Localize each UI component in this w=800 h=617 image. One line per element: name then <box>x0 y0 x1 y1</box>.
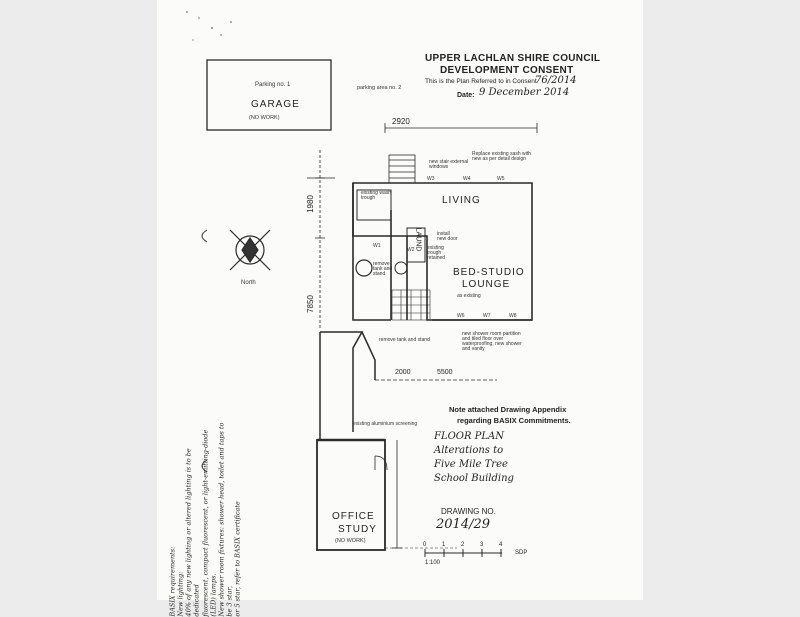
office-label: OFFICE <box>332 511 375 522</box>
garage-outline <box>206 59 332 131</box>
basix-line: 40% of any new lighting or altered light… <box>184 448 201 617</box>
scale-number: 0 <box>423 542 427 548</box>
replace-windows-note: Replace existing sash with new as per de… <box>472 151 531 162</box>
floor-plan-drawing <box>186 11 538 557</box>
basix-line: or 5 star, refer to BASIX certificate <box>233 501 242 617</box>
stair-note: new stair external windows <box>429 159 469 170</box>
window-tag: W7 <box>483 313 491 319</box>
basix-line: New lighting: <box>176 571 185 617</box>
scale-unit: SDP <box>515 550 528 556</box>
window-tag: W1 <box>373 243 381 249</box>
garage-label: GARAGE <box>251 99 300 110</box>
remove-tank-note-2: remove tank and stand <box>379 337 430 343</box>
scale-label: 1:100 <box>425 560 441 566</box>
laundry-label: LAUND <box>414 227 422 252</box>
bed-studio-label: BED-STUDIO <box>453 267 525 278</box>
garage-note: (NO WORK) <box>249 115 280 121</box>
parking-2-label: parking area no. 2 <box>357 85 402 91</box>
window-tag: W6 <box>457 313 465 319</box>
basix-line: New shower room fixtures: shower head, t… <box>217 422 234 617</box>
basix-note-line-1: Note attached Drawing Appendix <box>449 405 567 414</box>
window-tag: W5 <box>497 176 505 182</box>
existing-wash-trough-note: existing wash trough <box>361 190 392 201</box>
shower-grid <box>391 289 431 321</box>
corridor-walls <box>320 331 364 432</box>
window-tag: W4 <box>463 176 471 182</box>
window-tag: W8 <box>509 313 517 319</box>
aluminium-screening-note: existing aluminium screening <box>353 421 418 427</box>
tank-circle <box>355 259 373 277</box>
title-line-1: Alterations to <box>434 445 504 456</box>
basix-line: fluorescent, compact fluorescent, or lig… <box>200 429 218 617</box>
window-tag: W2 <box>407 247 415 253</box>
plan-ref-value: 76/2014 <box>535 75 577 86</box>
dimension-7850: 7850 <box>305 295 315 313</box>
scale-bar <box>424 549 502 557</box>
install-new-door-note: install new door <box>437 231 458 242</box>
existing-trough-note: existing trough retained <box>427 245 446 261</box>
speckle-marks <box>186 11 232 41</box>
parking-1-label: Parking no. 1 <box>255 82 291 88</box>
living-label: LIVING <box>442 195 481 206</box>
floor-plan-title: FLOOR PLAN <box>434 431 505 442</box>
basix-note-line-2: regarding BASIX Commitments. <box>457 416 571 425</box>
dimension-5500: 5500 <box>437 369 453 376</box>
drawing-no-label: DRAWING NO. <box>441 507 496 516</box>
council-name: UPPER LACHLAN SHIRE COUNCIL <box>425 53 601 64</box>
plan-ref-label: This is the Plan Referred to in Consent <box>425 78 537 85</box>
dimension-2000: 2000 <box>395 369 411 376</box>
window-tag: W3 <box>427 176 435 182</box>
date-value: 9 December 2014 <box>479 87 570 98</box>
north-label: North <box>241 280 256 286</box>
remove-tank-note: remove tank and stand <box>373 261 393 277</box>
scale-number: 4 <box>499 542 503 548</box>
lounge-label: LOUNGE <box>462 279 511 290</box>
study-label: STUDY <box>338 524 377 535</box>
scale-number: 2 <box>461 542 465 548</box>
drawing-no-value: 2014/29 <box>436 517 491 532</box>
stairs <box>388 154 416 184</box>
dimension-2920: 2920 <box>392 117 410 126</box>
scale-number: 1 <box>442 542 446 548</box>
scale-number: 3 <box>480 542 484 548</box>
consent-title: DEVELOPMENT CONSENT <box>440 65 574 76</box>
new-shower-note: new shower room partition and tiled floo… <box>462 331 522 352</box>
office-note: (NO WORK) <box>335 538 366 544</box>
title-line-2: Five Mile Tree <box>434 459 508 470</box>
basix-requirements: BASIX requirements: New lighting: 40% of… <box>168 417 241 617</box>
north-arrow-symbol <box>229 229 271 271</box>
date-label: Date: <box>457 92 475 99</box>
title-line-3: School Building <box>434 473 514 484</box>
drawing-sheet: UPPER LACHLAN SHIRE COUNCIL DEVELOPMENT … <box>157 0 643 617</box>
basix-heading: BASIX requirements: <box>168 546 177 617</box>
as-existing-label: as existing <box>457 293 481 299</box>
dimension-1980: 1980 <box>305 195 315 213</box>
